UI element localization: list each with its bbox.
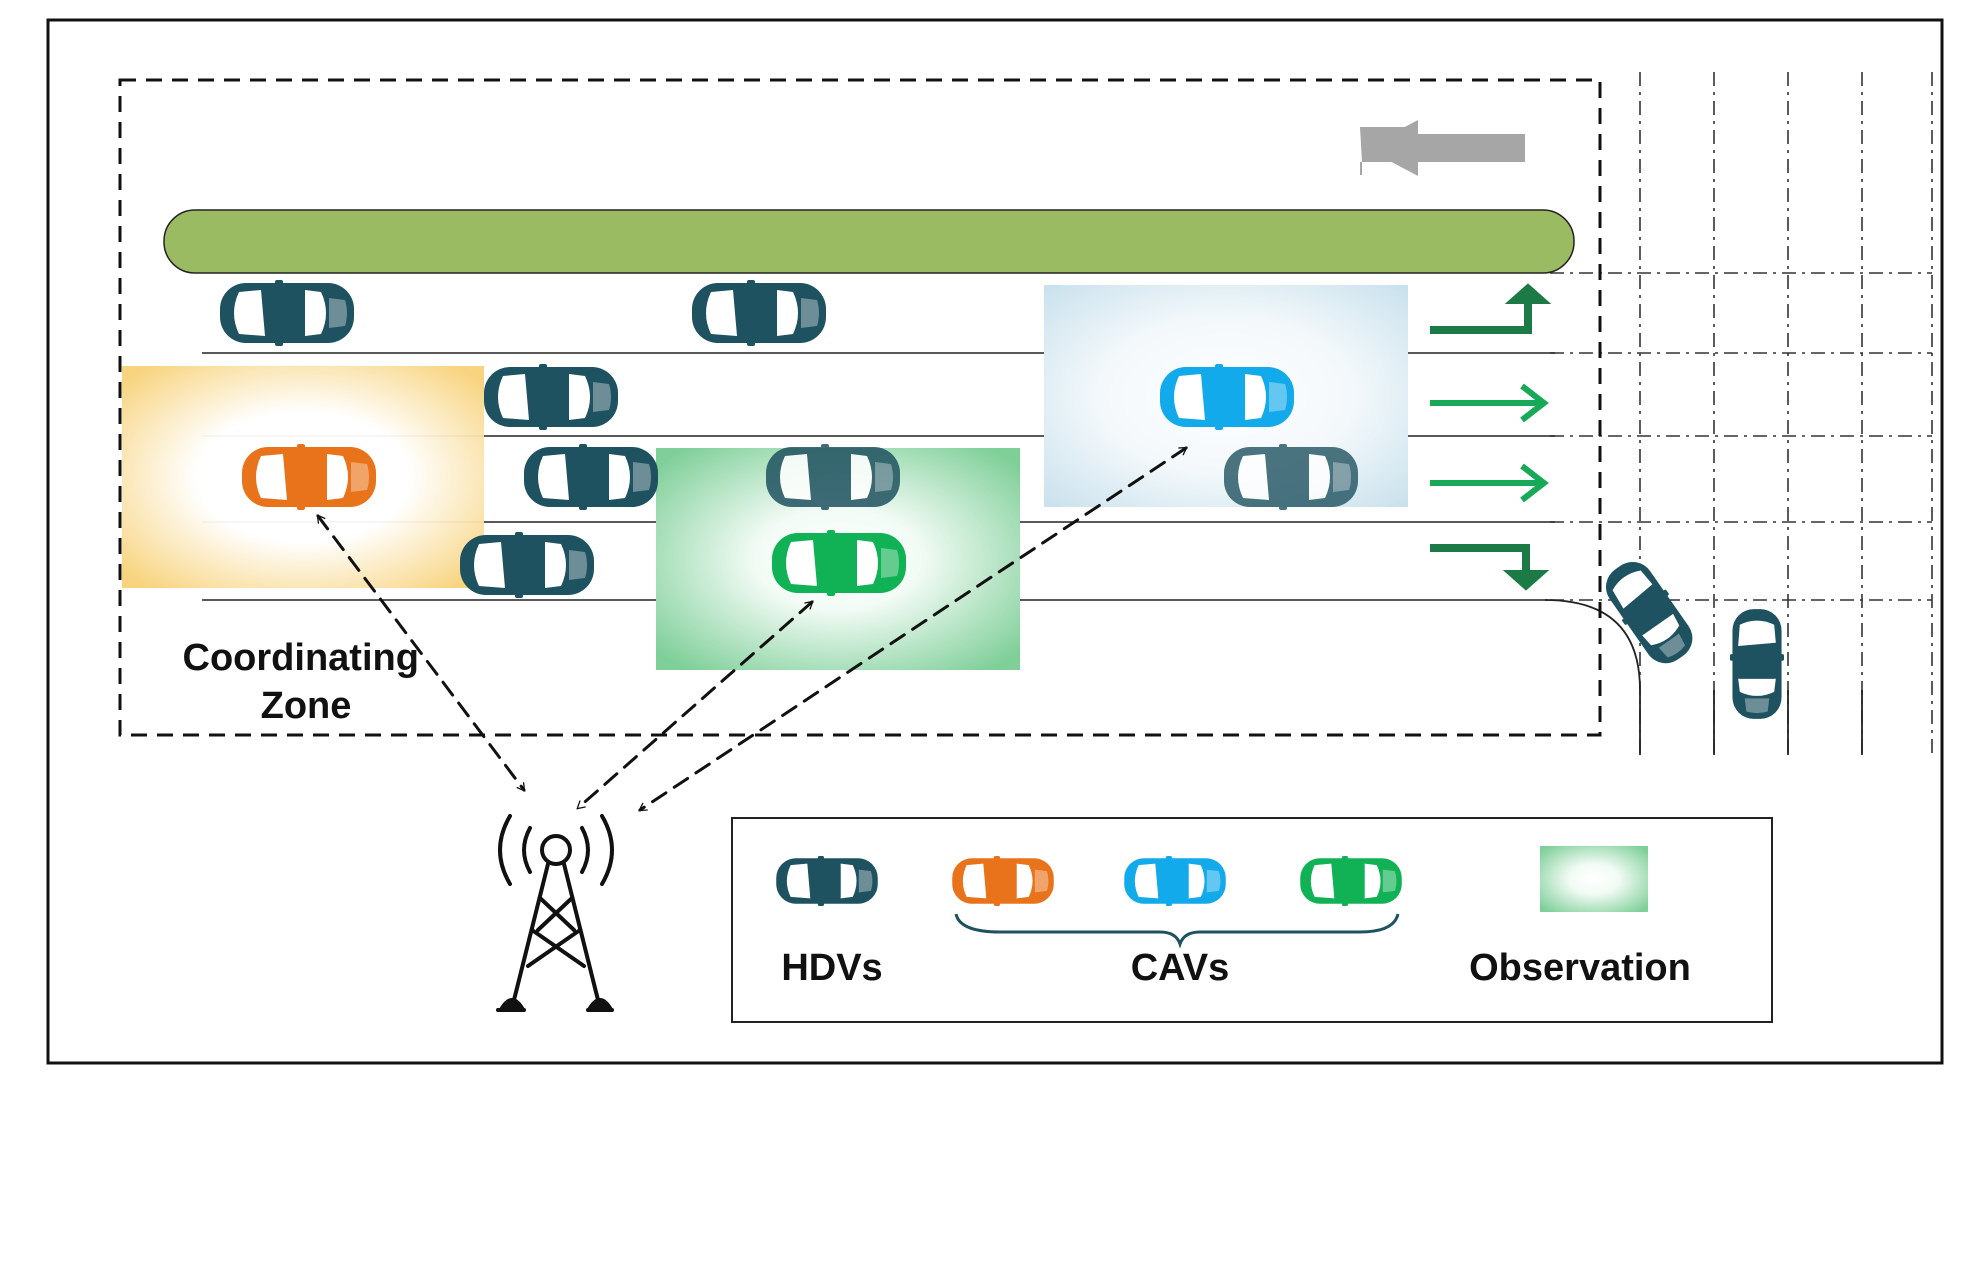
hdv-car <box>484 364 618 430</box>
straight-arrow-icon <box>1430 463 1549 503</box>
legend-cav-blue-car-icon <box>1124 856 1226 906</box>
straight-arrow-icon <box>1430 383 1549 423</box>
cav-brace <box>954 913 1400 949</box>
communication-links <box>316 446 1188 812</box>
legend-hdv-car-icon <box>776 856 878 906</box>
left-arrow-icon <box>1360 120 1525 176</box>
legend-cav-orange-car-icon <box>952 856 1054 906</box>
zone-label: Coordinating Zone <box>183 637 430 727</box>
legend-cav-green-car-icon <box>1300 856 1402 906</box>
hdv-car <box>766 444 900 510</box>
intersection-curb <box>1544 599 1863 755</box>
cav-car-green <box>772 530 906 596</box>
right-turn-arrow-icon <box>1430 544 1550 591</box>
legend-hdv-label: HDVs <box>781 947 882 989</box>
cav-car-blue <box>1160 364 1294 430</box>
median-strip <box>163 209 1575 274</box>
legend: HDVs CAVs Observation <box>731 817 1773 1023</box>
hdv-car-exiting <box>1730 609 1784 719</box>
hdv-car <box>692 280 826 346</box>
intersection-grid <box>1550 72 1933 755</box>
link-orange <box>316 514 526 792</box>
cav-car-orange <box>242 444 376 510</box>
hdv-car <box>524 444 658 510</box>
hdv-car <box>220 280 354 346</box>
legend-cav-label: CAVs <box>1131 947 1230 989</box>
hdv-car <box>1224 444 1358 510</box>
link-blue <box>638 446 1188 812</box>
legend-observation-swatch <box>1540 846 1648 912</box>
radio-tower-icon <box>496 814 614 1012</box>
hdv-car <box>460 532 594 598</box>
legend-observation-label: Observation <box>1469 947 1691 989</box>
left-turn-arrow-icon <box>1430 283 1552 334</box>
